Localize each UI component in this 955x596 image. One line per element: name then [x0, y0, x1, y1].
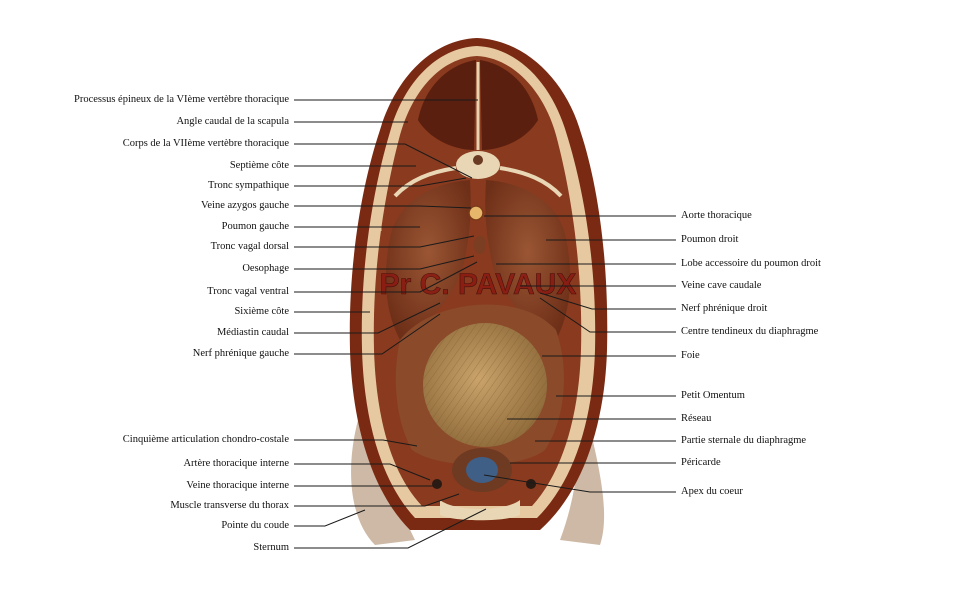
- label-tendinous-center: Centre tendineux du diaphragme: [681, 326, 819, 337]
- label-transversus-thoracis: Muscle transverse du thorax: [170, 500, 289, 511]
- internal-thoracic-vessel-right: [526, 479, 536, 489]
- leader-lines-left: [294, 99, 487, 549]
- label-accessory-lobe: Lobe accessoire du poumon droit: [681, 258, 821, 269]
- label-sternal-diaphragm: Partie sternale du diaphragme: [681, 435, 807, 446]
- label-vertebra-body: Corps de la VIIème vertèbre thoracique: [122, 138, 289, 149]
- label-internal-thoracic-vein: Veine thoracique interne: [186, 480, 289, 491]
- sternum: [440, 500, 520, 521]
- label-elbow-point: Pointe du coude: [221, 520, 289, 531]
- watermark-text: Pr C. PAVAUX: [380, 268, 577, 301]
- label-sternum: Sternum: [253, 542, 289, 553]
- label-right-lung: Poumon droit: [681, 234, 739, 245]
- label-reticulum: Réseau: [681, 413, 712, 424]
- spinal-canal: [473, 155, 483, 165]
- label-thoracic-aorta: Aorte thoracique: [681, 210, 752, 221]
- leader-lines-right: [483, 215, 676, 493]
- internal-thoracic-vessel-left: [432, 479, 442, 489]
- right-lung: [485, 180, 571, 340]
- heart-apex: [466, 457, 498, 483]
- label-sympathetic-trunk: Tronc sympathique: [208, 180, 289, 191]
- label-pericardium: Péricarde: [681, 457, 721, 468]
- label-heart-apex: Apex du coeur: [681, 486, 743, 497]
- label-azygos-vein: Veine azygos gauche: [200, 200, 289, 211]
- epaxial-muscle-right: [480, 60, 538, 150]
- label-liver: Foie: [681, 350, 700, 361]
- aorta: [468, 205, 484, 221]
- label-right-phrenic-nerve: Nerf phrénique droit: [681, 303, 768, 314]
- label-caudal-mediastinum: Médiastin caudal: [216, 327, 289, 338]
- label-ventral-vagal-trunk: Tronc vagal ventral: [207, 286, 289, 297]
- label-dorsal-vagal-trunk: Tronc vagal dorsal: [210, 241, 289, 252]
- elbow-skin-right: [560, 420, 605, 545]
- label-left-lung: Poumon gauche: [221, 221, 289, 232]
- rib-7-left: [393, 166, 457, 198]
- esophagus: [474, 236, 486, 254]
- label-spinous-process: Processus épineux de la VIème vertèbre t…: [74, 94, 289, 105]
- rib-7-right: [499, 166, 563, 198]
- epaxial-muscle-left: [418, 60, 476, 150]
- label-seventh-rib: Septième côte: [229, 160, 289, 171]
- label-caudal-vena-cava: Veine cave caudale: [681, 280, 762, 291]
- label-sixth-rib: Sixième côte: [234, 306, 289, 317]
- label-scapula-angle: Angle caudal de la scapula: [176, 116, 289, 127]
- label-esophagus: Oesophage: [242, 263, 289, 274]
- left-lung: [385, 180, 471, 340]
- label-chondrocostal-joint: Cinquième articulation chondro-costale: [122, 434, 289, 445]
- reticulum-texture: [423, 323, 547, 447]
- label-left-phrenic-nerve: Nerf phrénique gauche: [192, 348, 289, 359]
- label-lesser-omentum: Petit Omentum: [681, 390, 745, 401]
- label-internal-thoracic-artery: Artère thoracique interne: [183, 458, 289, 469]
